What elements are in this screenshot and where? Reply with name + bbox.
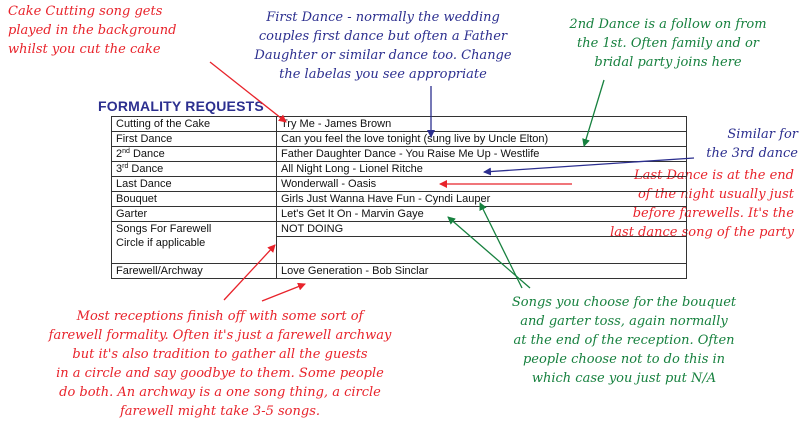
- row-value[interactable]: Let's Get It On - Marvin Gaye: [276, 206, 687, 222]
- bouquet-arrow: [479, 202, 523, 289]
- third-dance-arrow: [483, 157, 695, 176]
- table-row: Garter Let's Get It On - Marvin Gaye: [111, 206, 687, 222]
- table-row: Cutting of the Cake Try Me - James Brown: [111, 116, 687, 132]
- row-value[interactable]: Try Me - James Brown: [276, 116, 687, 132]
- first-dance-note: First Dance - normally the wedding coupl…: [254, 10, 512, 82]
- farewell-arrow-circle: [223, 244, 276, 301]
- farewell-note: Most receptions finish off with some sor…: [48, 309, 392, 419]
- table-row: Farewell/Archway Love Generation - Bob S…: [111, 263, 687, 279]
- third-dance-note: Similar for the 3rd dance: [706, 127, 798, 161]
- second-dance-note: 2nd Dance is a follow on from the 1st. O…: [569, 17, 767, 70]
- garter-arrow: [447, 216, 531, 289]
- second-dance-arrow: [582, 79, 605, 147]
- cake-cutting-note: Cake Cutting song gets played in the bac…: [8, 4, 177, 57]
- row-label: Farewell/Archway: [111, 263, 277, 279]
- row-value[interactable]: Love Generation - Bob Sinclar: [276, 263, 687, 279]
- bouquet-garter-note: Songs you choose for the bouquet and gar…: [511, 295, 737, 386]
- formality-requests-table: Cutting of the Cake Try Me - James Brown…: [111, 116, 687, 279]
- section-title: FORMALITY REQUESTS: [98, 98, 264, 114]
- row-value[interactable]: Father Daughter Dance - You Raise Me Up …: [276, 146, 687, 162]
- cake-arrow: [209, 61, 287, 123]
- farewell-arrow-archway: [261, 282, 306, 302]
- table-row: Bouquet Girls Just Wanna Have Fun - Cynd…: [111, 191, 687, 207]
- table-row: 2nd Dance Father Daughter Dance - You Ra…: [111, 146, 687, 162]
